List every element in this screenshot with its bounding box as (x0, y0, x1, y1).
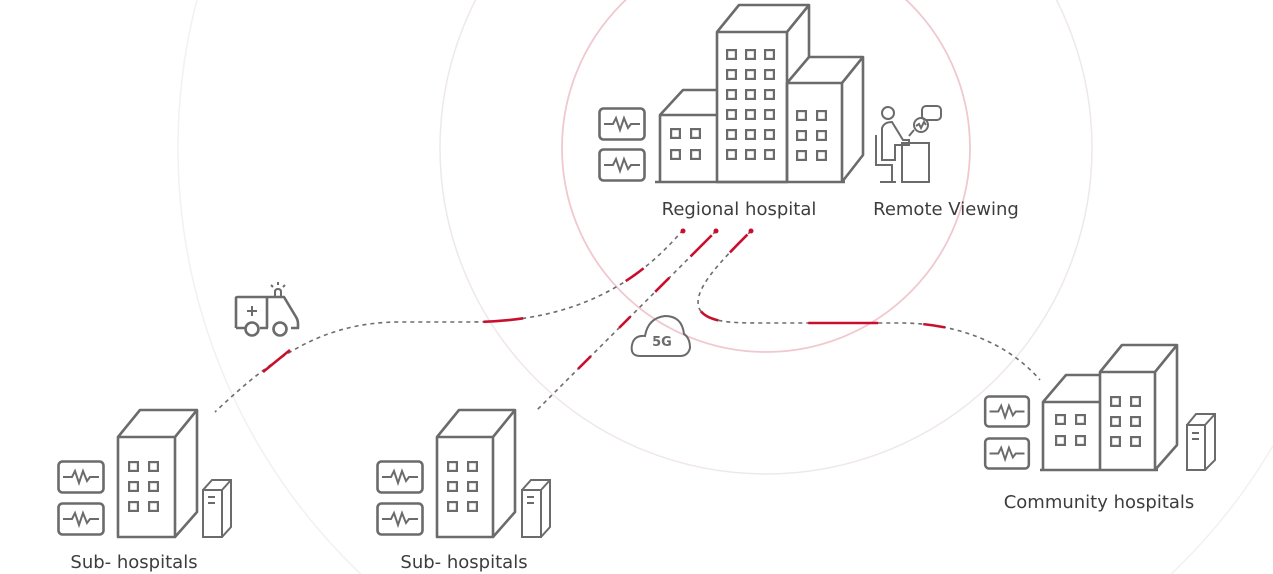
monitor-icon (376, 502, 424, 536)
community-hospital-icon (983, 343, 1216, 472)
community-hospitals-label: Community hospitals (1004, 492, 1195, 513)
remote-viewer-icon (875, 105, 942, 183)
regional-hospital-icon (598, 3, 865, 184)
5g-cloud-icon: 5G (630, 314, 692, 357)
monitor-icon (57, 460, 105, 494)
sub-hospitals-label-1: Sub- hospitals (70, 552, 197, 573)
regional-hospital-label: Regional hospital (662, 199, 817, 220)
link-community (697, 230, 1041, 381)
server-icon (521, 479, 551, 538)
ambulance-icon (234, 282, 300, 337)
server-icon (202, 479, 232, 538)
link-sub1 (214, 229, 684, 413)
network-label: 5G (652, 335, 672, 350)
link-sub2-signal (534, 230, 717, 413)
server-icon (1186, 413, 1216, 471)
link-sub2 (534, 230, 717, 413)
link-endpoint (748, 228, 754, 234)
outer-ring-right-arc (1170, 445, 1273, 574)
monitor-icon (598, 107, 646, 141)
coverage-rings (177, 0, 1273, 574)
monitor-icon (376, 460, 424, 494)
monitor-icon (598, 148, 646, 182)
monitor-icon (983, 437, 1031, 470)
link-community-signal (696, 230, 1041, 381)
monitor-icon (57, 502, 105, 536)
link-sub1-signal (214, 229, 684, 413)
window-grid (670, 49, 827, 161)
link-endpoint (680, 228, 686, 234)
sub-hospitals-label-2: Sub- hospitals (400, 552, 527, 573)
link-sub1-signal-segment (262, 348, 291, 374)
inner-ring (561, 0, 971, 353)
monitor-icon (983, 395, 1031, 428)
remote-viewing-label: Remote Viewing (873, 199, 1019, 220)
link-endpoint (713, 228, 719, 234)
middle-ring (439, 0, 1093, 475)
sub-hospital-1-icon (57, 408, 232, 539)
connection-lines (214, 228, 1041, 413)
outer-ring-left-arc (177, 0, 362, 574)
sub-hospital-2-icon (376, 408, 551, 539)
